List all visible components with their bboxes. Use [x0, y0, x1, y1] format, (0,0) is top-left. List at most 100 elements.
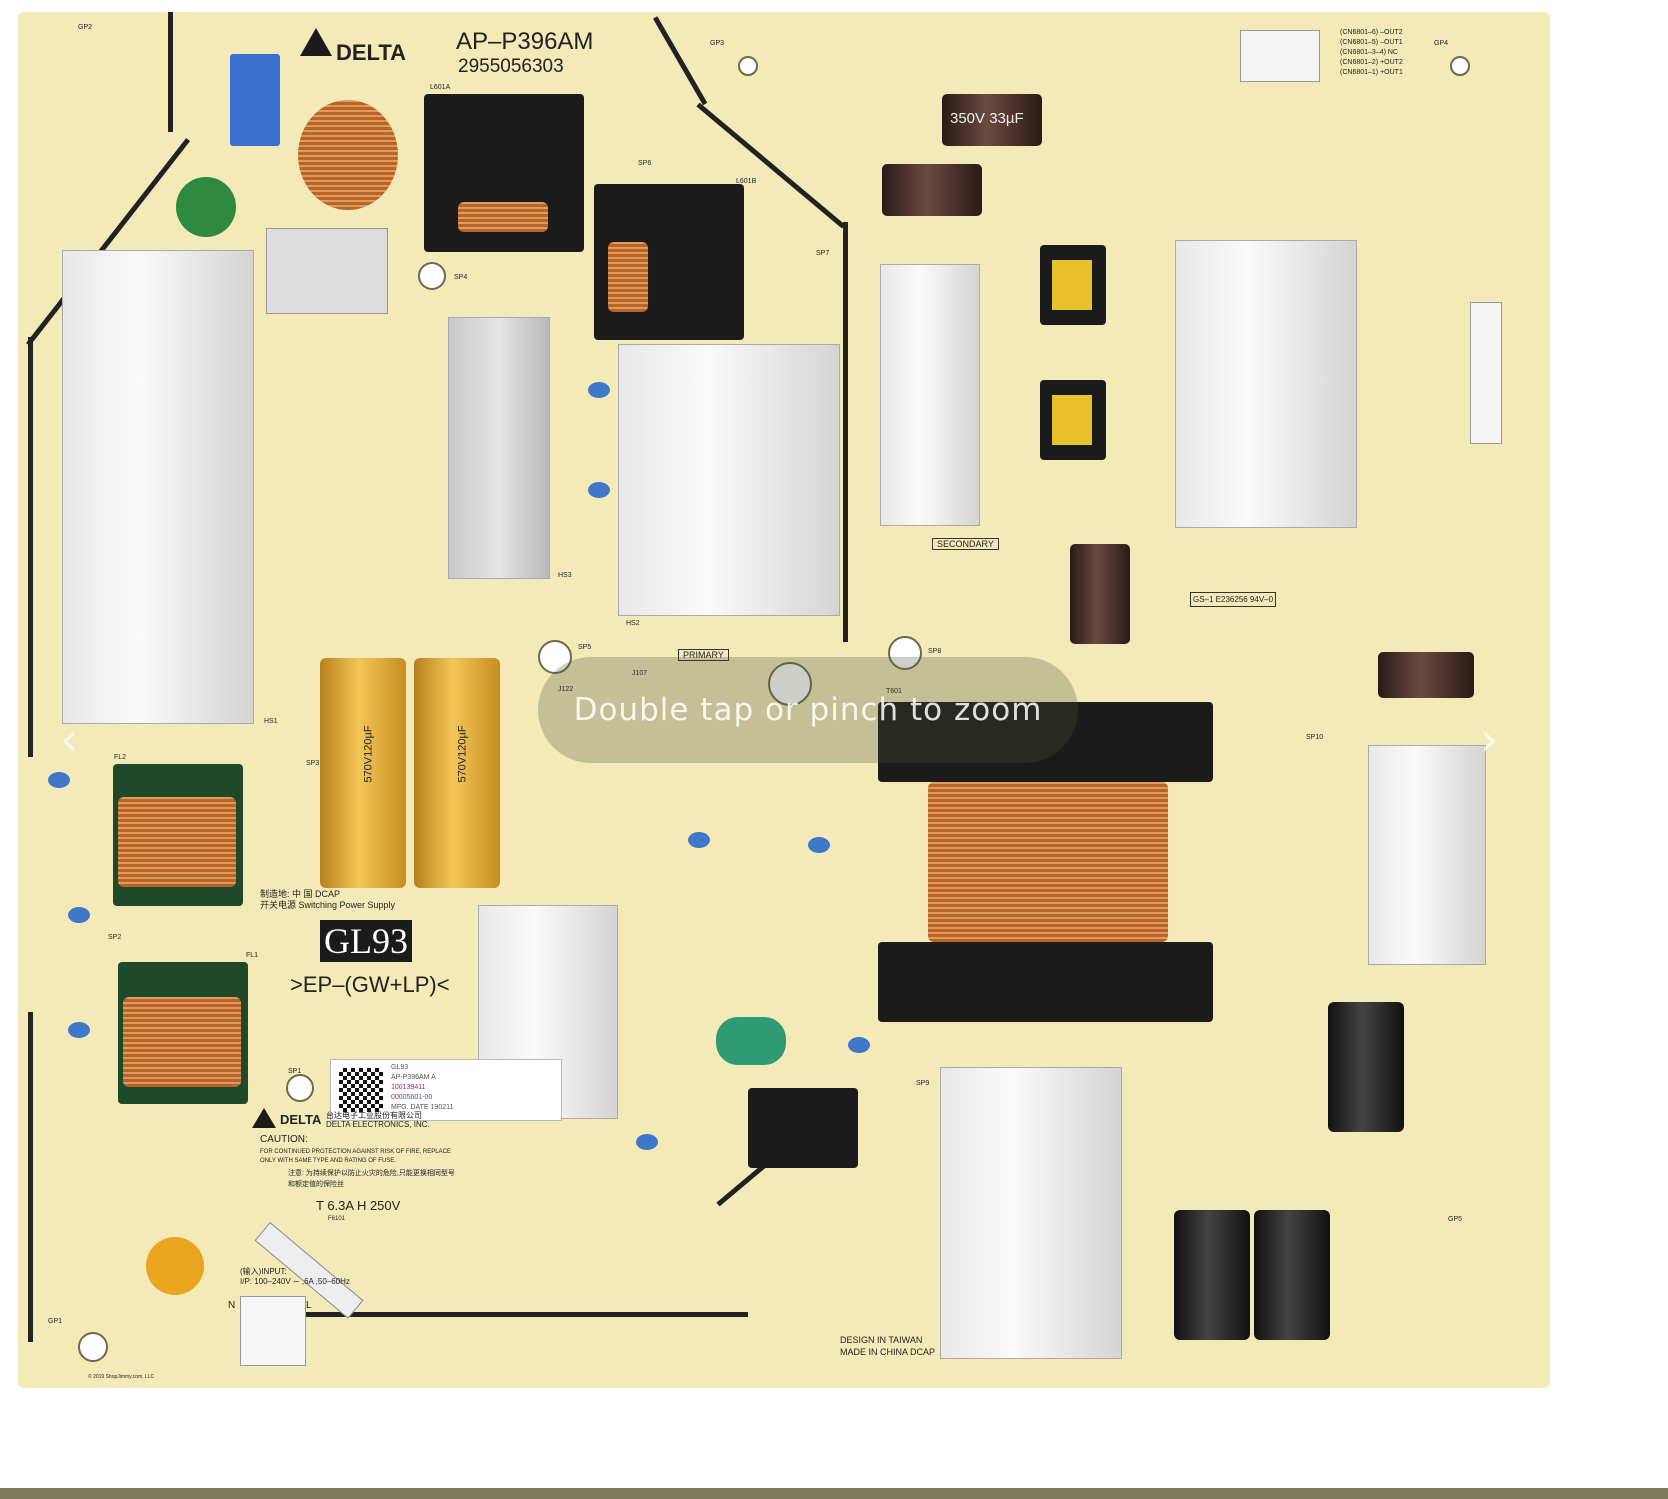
coil	[608, 242, 648, 312]
test-point-sp1	[286, 1074, 314, 1102]
capacitor-c752	[1378, 652, 1474, 698]
part-number: 2955056303	[458, 56, 564, 77]
ref-j122: J122	[558, 686, 574, 693]
ref-hs2: HS2	[626, 620, 640, 627]
heatsink-hs3	[448, 317, 550, 579]
thermistor-ntc1	[176, 177, 236, 237]
transformer-winding	[928, 782, 1168, 942]
ref-sp5: SP5	[578, 644, 592, 651]
ref-hs3: HS3	[558, 572, 572, 579]
ref-sp1: SP1	[288, 1068, 302, 1075]
fuse-ref: F6101	[328, 1216, 346, 1222]
neutral-label: N	[228, 1300, 236, 1311]
capacitor-cb01	[266, 228, 388, 314]
heatsink	[880, 264, 980, 526]
ref-sp2: SP2	[108, 934, 122, 941]
ceramic-capacitor	[48, 772, 70, 788]
heatsink	[1175, 240, 1357, 528]
trace	[248, 1312, 748, 1317]
ref-fl1: FL1	[246, 952, 259, 959]
mfg-origin: 制造地: 中 国 DCAP	[260, 889, 341, 899]
ref-gp1: GP1	[48, 1318, 63, 1325]
ceramic-capacitor	[588, 482, 610, 498]
fuse-rating: T 6.3A H 250V	[316, 1198, 401, 1213]
heatsink-hs1	[62, 250, 254, 724]
input-rating: I/P: 100–240V ∼ ,6A ,50–60Hz	[240, 1277, 350, 1286]
ref-sp3: SP3	[306, 760, 320, 767]
design-origin: DESIGN IN TAIWAN	[840, 1335, 923, 1345]
capacitor-blue	[230, 54, 280, 146]
caution-text: FOR CONTINUED PROTECTION AGAINST RISK OF…	[260, 1149, 451, 1164]
heatsink-hs8	[1368, 745, 1486, 965]
test-point-sp8	[888, 636, 922, 670]
ac-input-connector	[240, 1296, 306, 1366]
variant-marking: >EP–(GW+LP)<	[290, 972, 450, 997]
capacitor-c8004: 570V120µF	[320, 658, 406, 888]
connector-cn6401	[1470, 302, 1502, 444]
trace	[653, 16, 708, 106]
model-number: AP–P396AM	[456, 28, 594, 55]
brand-logo: DELTA	[336, 40, 407, 65]
capacitor-c602a	[716, 1017, 786, 1065]
copyright: © 2019 ShopJimmy.com, LLC	[88, 1374, 155, 1380]
delta-logo-small: DELTA	[280, 1112, 322, 1127]
trace	[843, 222, 848, 642]
transformer-t601	[878, 702, 1213, 782]
zoom-hint-overlay: Double tap or pinch to zoom	[538, 657, 1078, 763]
ceramic-capacitor	[688, 832, 710, 848]
ceramic-capacitor	[636, 1134, 658, 1150]
ceramic-capacitor	[68, 1022, 90, 1038]
ref-sp4: SP4	[454, 274, 468, 281]
test-point-sp5	[538, 640, 572, 674]
connector-pin-legend: (CN6801–6) –OUT2 (CN6801–5) –OUT1 (CN680…	[1340, 29, 1403, 76]
ref-sp8: SP8	[928, 648, 942, 655]
caution-title: CAUTION:	[260, 1134, 308, 1145]
line-label: L	[306, 1300, 312, 1311]
capacitor-c753a	[882, 164, 982, 216]
ref-sp9: SP9	[916, 1080, 930, 1087]
coil	[118, 797, 236, 887]
qr-code	[339, 1068, 383, 1112]
trace	[28, 1012, 33, 1342]
capacitor-c120c	[1328, 1002, 1404, 1132]
coil	[123, 997, 241, 1087]
bottom-bar	[0, 1488, 1668, 1499]
pcb-photo[interactable]: DELTA AP–P396AM 2955056303 (CN6801–6) –O…	[18, 12, 1550, 1388]
primary-label: PRIMARY	[678, 649, 729, 661]
output-connector	[1240, 30, 1320, 82]
cert-marking: GS–1 E236256 94V–0	[1190, 592, 1277, 607]
ref-sp7: SP7	[816, 250, 830, 257]
ceramic-capacitor	[68, 907, 90, 923]
ref-l601a: L601A	[430, 84, 451, 91]
input-label: (输入)INPUT:	[240, 1267, 287, 1276]
delta-logo-icon	[300, 28, 332, 56]
secondary-label: SECONDARY	[932, 538, 999, 550]
ceramic-capacitor	[808, 837, 830, 853]
chevron-right-icon[interactable]: ›	[1480, 712, 1499, 766]
capacitor-c8008: 570V120µF	[414, 658, 500, 888]
ref-gp3: GP3	[710, 40, 725, 47]
made-origin: MADE IN CHINA DCAP	[840, 1347, 936, 1357]
mounting-hole-gp3	[738, 56, 758, 76]
ref-l601b: L601B	[736, 178, 757, 185]
inductor-core	[1052, 395, 1092, 445]
ref-t601: T601	[886, 688, 902, 695]
mounting-hole-gp1	[78, 1332, 108, 1362]
delta-logo-icon	[252, 1108, 276, 1128]
ref-fl2: FL2	[114, 754, 127, 761]
capacitor-c120a	[1174, 1210, 1250, 1340]
inductor-core	[1052, 260, 1092, 310]
mfg-type: 开关电源 Switching Power Supply	[260, 900, 396, 910]
ref-gp5: GP5	[1448, 1216, 1463, 1223]
mounting-hole-gp4	[1450, 56, 1470, 76]
ref-gp4: GP4	[1434, 40, 1449, 47]
product-label: GL93 AP-P396AM A 100139411 00005601-00 M…	[330, 1059, 562, 1121]
heatsink	[940, 1067, 1122, 1359]
company-cn: 台达电子工业股份有限公司	[326, 1111, 422, 1120]
toroid-inductor	[298, 100, 398, 210]
test-point-t601	[768, 662, 812, 706]
chevron-left-icon[interactable]: ‹	[60, 712, 79, 766]
ref-sp6: SP6	[638, 160, 652, 167]
ref-gp2: GP2	[78, 24, 93, 31]
trace	[28, 337, 33, 757]
